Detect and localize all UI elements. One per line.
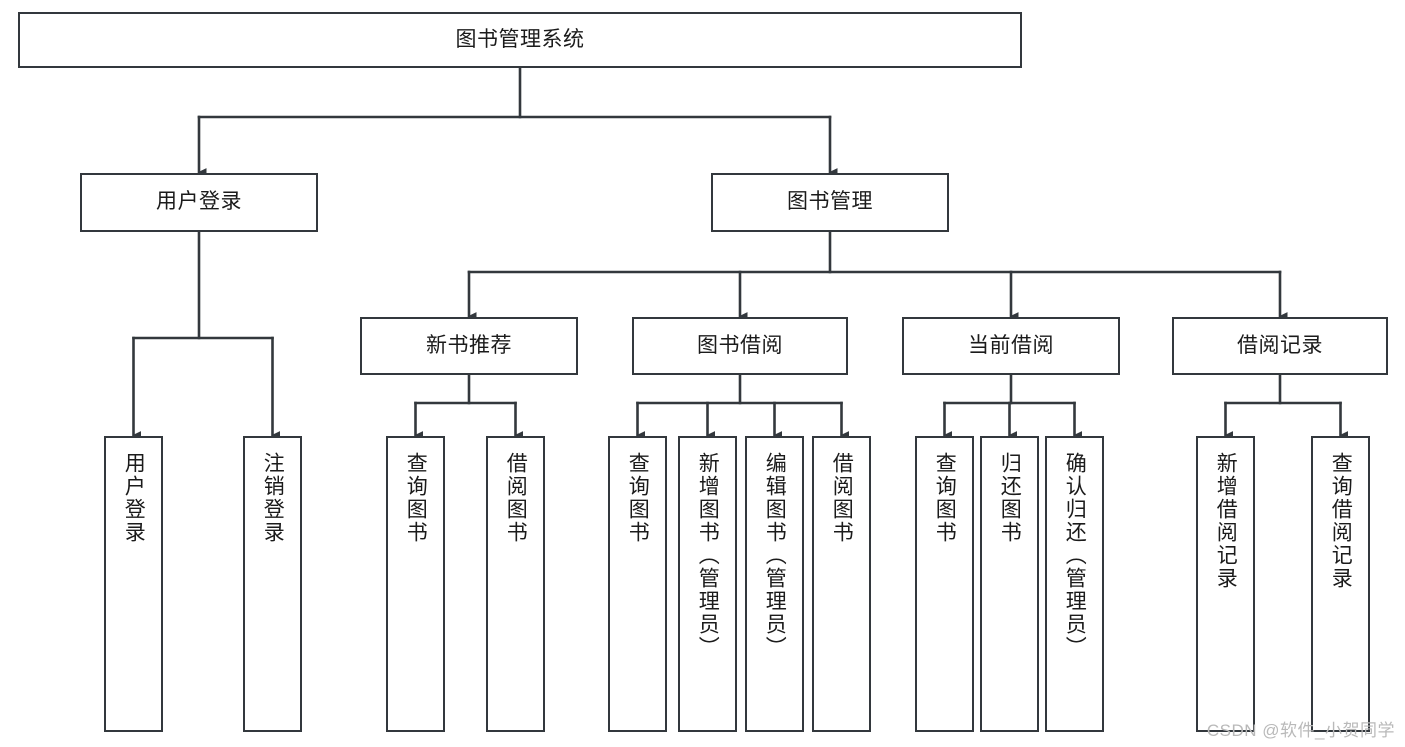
node-user-login[interactable]: 用户登录: [80, 173, 318, 232]
node-label: 编辑图书（管理员）: [763, 452, 787, 659]
leaf-query-borrowing-record[interactable]: 查询借阅记录: [1311, 436, 1370, 732]
leaf-query-book-recommendation[interactable]: 查询图书: [386, 436, 445, 732]
node-label: 借阅记录: [1237, 333, 1323, 357]
leaf-add-borrowing-record[interactable]: 新增借阅记录: [1196, 436, 1255, 732]
leaf-add-book-admin[interactable]: 新增图书（管理员）: [678, 436, 737, 732]
node-label: 用户登录: [122, 452, 146, 544]
node-label: 查询图书: [933, 452, 957, 544]
leaf-user-login[interactable]: 用户登录: [104, 436, 163, 732]
node-book-borrowing[interactable]: 图书借阅: [632, 317, 848, 375]
node-label: 归还图书: [998, 452, 1022, 544]
node-label: 当前借阅: [968, 333, 1054, 357]
leaf-query-book-borrowing[interactable]: 查询图书: [608, 436, 667, 732]
node-label: 注销登录: [261, 452, 285, 544]
node-label: 查询借阅记录: [1329, 452, 1353, 590]
node-borrowing-record[interactable]: 借阅记录: [1172, 317, 1388, 375]
leaf-borrow-book-borrowing[interactable]: 借阅图书: [812, 436, 871, 732]
leaf-confirm-return-admin[interactable]: 确认归还（管理员）: [1045, 436, 1104, 732]
node-new-book-recommendation[interactable]: 新书推荐: [360, 317, 578, 375]
node-label: 用户登录: [156, 190, 242, 214]
leaf-logout[interactable]: 注销登录: [243, 436, 302, 732]
node-label: 图书管理系统: [455, 27, 585, 51]
node-label: 图书借阅: [697, 333, 783, 357]
node-root-book-management-system[interactable]: 图书管理系统: [18, 12, 1022, 68]
node-label: 新书推荐: [426, 333, 512, 357]
node-label: 确认归还（管理员）: [1063, 452, 1087, 659]
node-label: 新增图书（管理员）: [696, 452, 720, 659]
node-label: 查询图书: [404, 452, 428, 544]
node-label: 图书管理: [787, 190, 873, 214]
leaf-return-book[interactable]: 归还图书: [980, 436, 1039, 732]
leaf-query-book-current[interactable]: 查询图书: [915, 436, 974, 732]
leaf-borrow-book-recommendation[interactable]: 借阅图书: [486, 436, 545, 732]
node-label: 借阅图书: [830, 452, 854, 544]
leaf-edit-book-admin[interactable]: 编辑图书（管理员）: [745, 436, 804, 732]
node-current-borrowing[interactable]: 当前借阅: [902, 317, 1120, 375]
node-label: 借阅图书: [504, 452, 528, 544]
node-label: 新增借阅记录: [1214, 452, 1238, 590]
watermark: CSDN @软件_小贺同学: [1206, 721, 1395, 740]
node-label: 查询图书: [626, 452, 650, 544]
node-book-management[interactable]: 图书管理: [711, 173, 949, 232]
